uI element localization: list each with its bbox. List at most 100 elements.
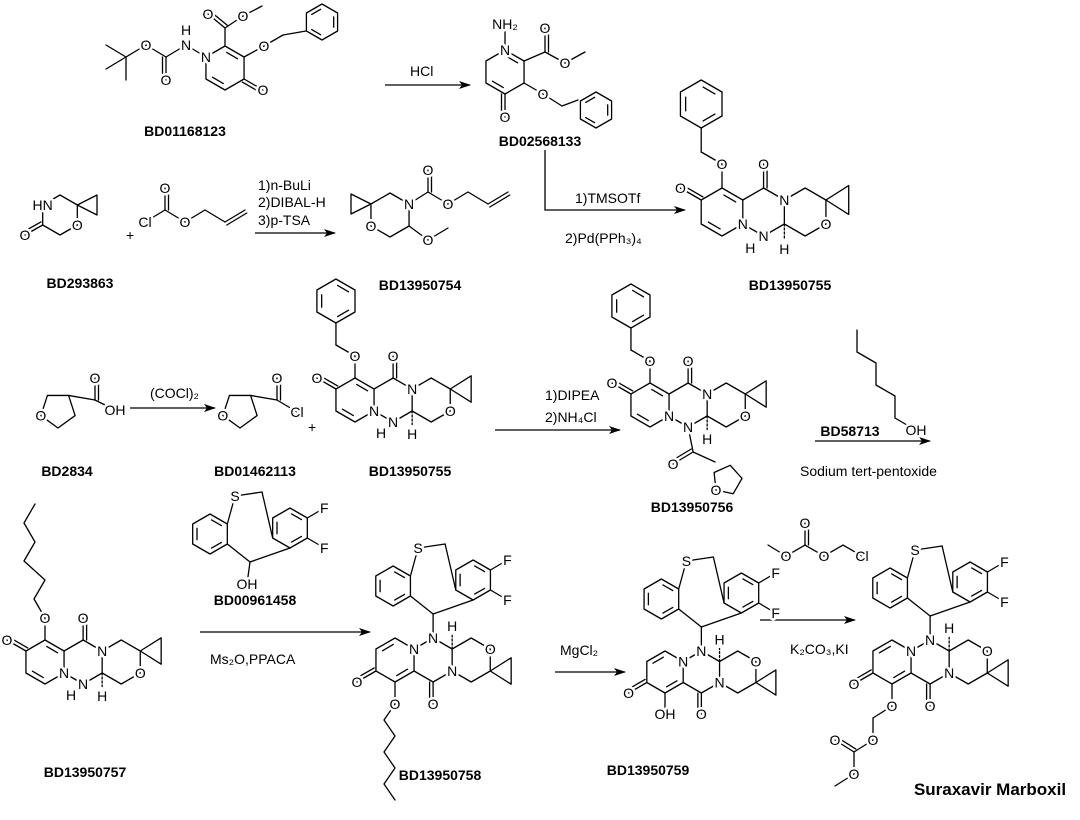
double-bond (742, 578, 754, 586)
double-bond (626, 678, 646, 691)
triazine-ring (668, 382, 708, 428)
bond (6, 639, 27, 652)
bond (630, 349, 651, 362)
sulfur: S (910, 542, 919, 558)
bond (906, 597, 931, 617)
carbonyl-oxygen: O (683, 353, 694, 369)
bond (282, 30, 307, 36)
bond (679, 187, 702, 201)
bond (224, 209, 246, 223)
compound-label-bd01168123: BD01168123 (144, 123, 226, 139)
bond (678, 608, 703, 628)
carbonyl-oxygen: O (623, 685, 634, 701)
morpholine-ring (706, 382, 746, 428)
amine-hydrogen: H (745, 240, 755, 256)
ring-oxygen: O (485, 641, 496, 657)
compound-label-bd293863: BD293863 (47, 275, 114, 291)
reagent-cocl2: (COCl)₂ (150, 385, 199, 401)
hexyl-chain (856, 329, 896, 419)
reagent-sodium-tert-pentoxide: Sodium tert-pentoxide (800, 463, 937, 479)
reagent-dipea: 1)DIPEA (545, 387, 600, 403)
double-bond (506, 55, 519, 64)
ring-oxygen: O (982, 643, 993, 659)
cyclopropane-ring (449, 375, 472, 403)
bond (678, 560, 688, 590)
bond (335, 344, 356, 357)
bond (523, 51, 546, 62)
nitrogen: N (500, 42, 510, 58)
ring-oxygen: O (445, 403, 456, 419)
bond (489, 559, 509, 571)
double-bond (891, 595, 903, 603)
bond (409, 547, 419, 577)
stereo-hydrogen: H (944, 620, 954, 636)
atom-label: O (868, 732, 879, 748)
benzene-ring (375, 565, 412, 607)
double-bond (651, 388, 664, 397)
carbonyl-oxygen: O (925, 698, 936, 714)
amine-hydrogen: H (376, 425, 386, 441)
bond (564, 51, 586, 64)
bond (207, 13, 226, 29)
stereo-hydrogen: H (407, 426, 417, 442)
double-bond (22, 221, 42, 233)
hexyl-chain (23, 503, 46, 619)
nitrogen: N (664, 408, 674, 424)
atom-label: O (141, 37, 152, 53)
bond (306, 537, 325, 549)
chlorine: Cl (138, 214, 151, 230)
cyclopropane-ring (755, 669, 777, 696)
bond (408, 225, 429, 241)
double-bond (210, 541, 223, 549)
triazine-ring (742, 187, 786, 237)
atom-label: O (423, 232, 434, 248)
cyclopropane-ring (489, 657, 512, 685)
thf-ring (713, 464, 743, 495)
atom-label: O (819, 548, 830, 564)
bond (144, 209, 166, 223)
bond (804, 544, 825, 557)
amine: HN (33, 197, 53, 213)
atom-label: O (161, 72, 172, 88)
bond (224, 15, 244, 29)
double-bond (851, 669, 872, 682)
reagent-ms2o-ppaca: Ms₂O,PPACA (210, 651, 296, 667)
bond (853, 739, 874, 753)
nitrogen: N (447, 663, 457, 679)
atom-label: O (258, 82, 269, 98)
double-bond (290, 513, 303, 521)
fluorine: F (503, 592, 512, 608)
compound-label-bd13950757: BD13950757 (44, 764, 127, 780)
double-bond (290, 535, 303, 543)
bond (105, 44, 127, 58)
bond (758, 572, 777, 584)
double-bond (491, 80, 504, 89)
cyclopropane-ring (76, 194, 98, 216)
fluorine: F (320, 500, 329, 516)
atom-label: O (540, 20, 551, 36)
double-bond (337, 309, 350, 318)
double-bond (707, 221, 721, 230)
double-bond (878, 645, 891, 654)
cyclopropane-ring (139, 637, 162, 665)
hexyl-chain (383, 703, 396, 801)
bond (316, 377, 337, 390)
bond (894, 417, 913, 429)
nitrogen: N (97, 643, 107, 659)
bond (204, 209, 226, 223)
compound-label-bd00961458: BD00961458 (214, 592, 297, 608)
bond (853, 672, 874, 685)
ether-oxygen: O (887, 698, 898, 714)
stereo-hydrogen: H (97, 688, 107, 704)
double-bond (210, 519, 223, 527)
ether-oxygen: O (390, 696, 401, 712)
bond (261, 491, 274, 539)
bond (929, 601, 971, 617)
sulfur: S (682, 553, 691, 569)
chlorine: Cl (290, 404, 303, 420)
reagent-dibal: 2)DIBAL-H (258, 194, 326, 210)
bond (834, 773, 855, 787)
stereo-hydrogen: H (702, 431, 712, 447)
bond (842, 544, 863, 557)
double-bond (891, 573, 903, 581)
